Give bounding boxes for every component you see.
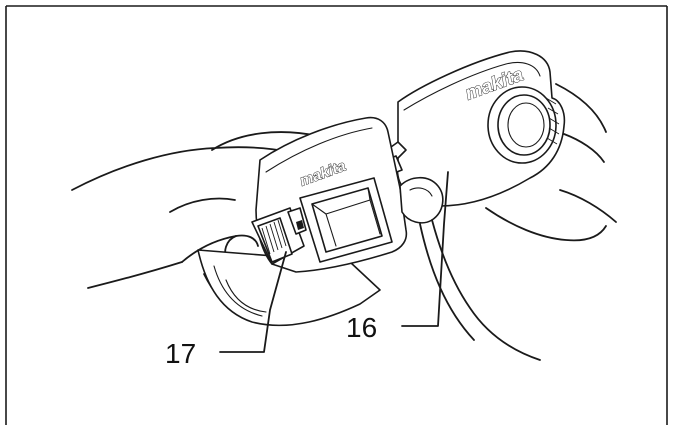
- right-hand-drawing: [399, 83, 617, 361]
- figure-frame: [5, 5, 668, 425]
- tool-body-drawing: [197, 249, 381, 327]
- latch-17-drawing: [251, 207, 307, 265]
- dust-cover-16-drawing: makita: [379, 50, 566, 207]
- callout-label-16: 16: [346, 312, 377, 343]
- callout-label-17: 17: [165, 338, 196, 369]
- leader-line-17: [219, 251, 287, 353]
- leader-line-16: [401, 171, 449, 327]
